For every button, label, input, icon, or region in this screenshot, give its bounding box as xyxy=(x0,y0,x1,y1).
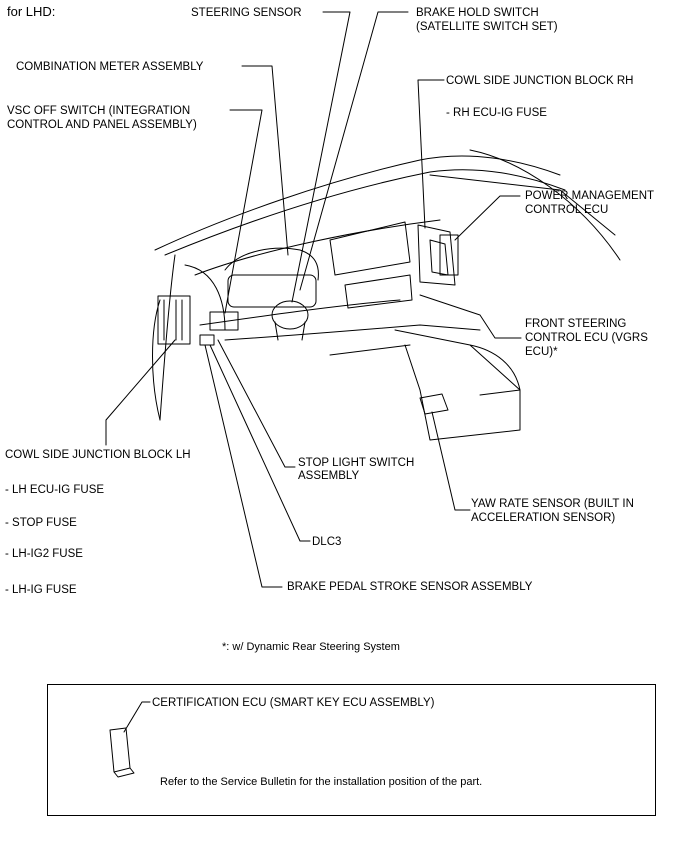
dash-upper-right xyxy=(429,174,616,236)
label-power-management-sub: CONTROL ECU xyxy=(525,204,609,216)
yaw-rate-sensor xyxy=(419,393,449,415)
diagram-header: for LHD: xyxy=(7,4,56,19)
label-front-steering: FRONT STEERING xyxy=(525,318,627,330)
label-stop-light-switch: STOP LIGHT SWITCH xyxy=(298,457,415,469)
label-vsc-off-switch: VSC OFF SWITCH (INTEGRATION xyxy=(7,105,191,117)
dlc3-connector xyxy=(199,334,215,346)
leader-steering-sensor xyxy=(291,11,351,303)
label-front-steering-sub: CONTROL ECU (VGRS xyxy=(525,332,648,344)
label-stop-fuse: - STOP FUSE xyxy=(5,517,77,529)
left-a-pillar xyxy=(159,254,176,421)
center-vent xyxy=(344,274,413,309)
cluster-face xyxy=(227,274,317,308)
label-brake-pedal-stroke: BRAKE PEDAL STROKE SENSOR ASSEMBLY xyxy=(287,581,533,593)
cluster-hood xyxy=(224,247,319,281)
label-lh-ig2-fuse: - LH-IG2 FUSE xyxy=(5,548,83,560)
center-console-top xyxy=(394,329,521,396)
label-yaw-rate-sensor: YAW RATE SENSOR (BUILT IN xyxy=(471,498,634,510)
leader-brake-pedal xyxy=(204,344,283,588)
leader-stop-light xyxy=(217,339,296,468)
junction-block-rh xyxy=(417,224,456,286)
label-front-steering-sub2: ECU)* xyxy=(525,346,558,358)
steering-column xyxy=(271,300,309,330)
label-yaw-rate-sensor-sub: ACCELERATION SENSOR) xyxy=(471,512,616,524)
console-armrest xyxy=(469,344,521,391)
leader-dlc3 xyxy=(209,344,311,542)
junction-block-lh-ribs xyxy=(163,299,183,341)
label-lh-ig-fuse: - LH-IG FUSE xyxy=(5,584,77,596)
junction-block-lh xyxy=(157,295,191,345)
leader-cowl-lh xyxy=(105,339,176,446)
label-vsc-off-switch-sub: CONTROL AND PANEL ASSEMBLY) xyxy=(7,119,197,131)
leader-front-steering xyxy=(419,294,522,339)
junction-block-rh-detail xyxy=(429,239,449,276)
center-console-side xyxy=(404,344,521,441)
label-stop-light-switch-sub: ASSEMBLY xyxy=(298,470,360,482)
leader-power-mgmt xyxy=(454,195,521,241)
label-certification-ecu: CERTIFICATION ECU (SMART KEY ECU ASSEMBL… xyxy=(152,697,435,709)
label-cowl-side-rh: COWL SIDE JUNCTION BLOCK RH xyxy=(446,75,634,87)
dashboard-top-outline xyxy=(154,155,561,251)
refer-service-bulletin-text: Refer to the Service Bulletin for the in… xyxy=(160,776,483,788)
leader-brake-hold xyxy=(299,11,409,291)
leader-combination-meter xyxy=(241,65,289,256)
floor-line xyxy=(329,344,411,356)
steering-shaft xyxy=(274,321,306,341)
footnote: *: w/ Dynamic Rear Steering System xyxy=(222,641,400,653)
label-dlc3: DLC3 xyxy=(312,536,342,548)
label-combination-meter: COMBINATION METER ASSEMBLY xyxy=(16,61,204,73)
left-kick-panel xyxy=(184,264,226,331)
dash-face-lower xyxy=(199,299,401,326)
leader-cowl-rh xyxy=(417,79,445,229)
leader-vsc-off xyxy=(224,109,263,314)
label-brake-hold-switch-sub: (SATELLITE SWITCH SET) xyxy=(416,21,558,33)
left-door-curve xyxy=(152,299,161,421)
windshield-frame-right xyxy=(469,149,621,261)
label-power-management: POWER MANAGEMENT xyxy=(525,190,655,202)
leader-certification-ecu xyxy=(123,701,151,733)
leader-yaw-rate xyxy=(431,411,471,511)
label-rh-ecu-ig-fuse: - RH ECU-IG FUSE xyxy=(446,107,547,119)
label-steering-sensor: STEERING SENSOR xyxy=(191,7,302,19)
label-lh-ecu-ig-fuse: - LH ECU-IG FUSE xyxy=(5,484,105,496)
center-display xyxy=(329,221,411,276)
dash-lower-edge xyxy=(224,324,481,341)
switch-panel xyxy=(209,311,239,331)
dash-face-upper xyxy=(194,219,441,276)
windshield-line xyxy=(164,169,566,256)
note-box xyxy=(47,684,656,816)
label-brake-hold-switch: BRAKE HOLD SWITCH xyxy=(416,7,539,19)
label-cowl-side-lh: COWL SIDE JUNCTION BLOCK LH xyxy=(5,449,191,461)
power-mgmt-ecu xyxy=(439,234,459,276)
certification-ecu-icon xyxy=(109,727,135,778)
